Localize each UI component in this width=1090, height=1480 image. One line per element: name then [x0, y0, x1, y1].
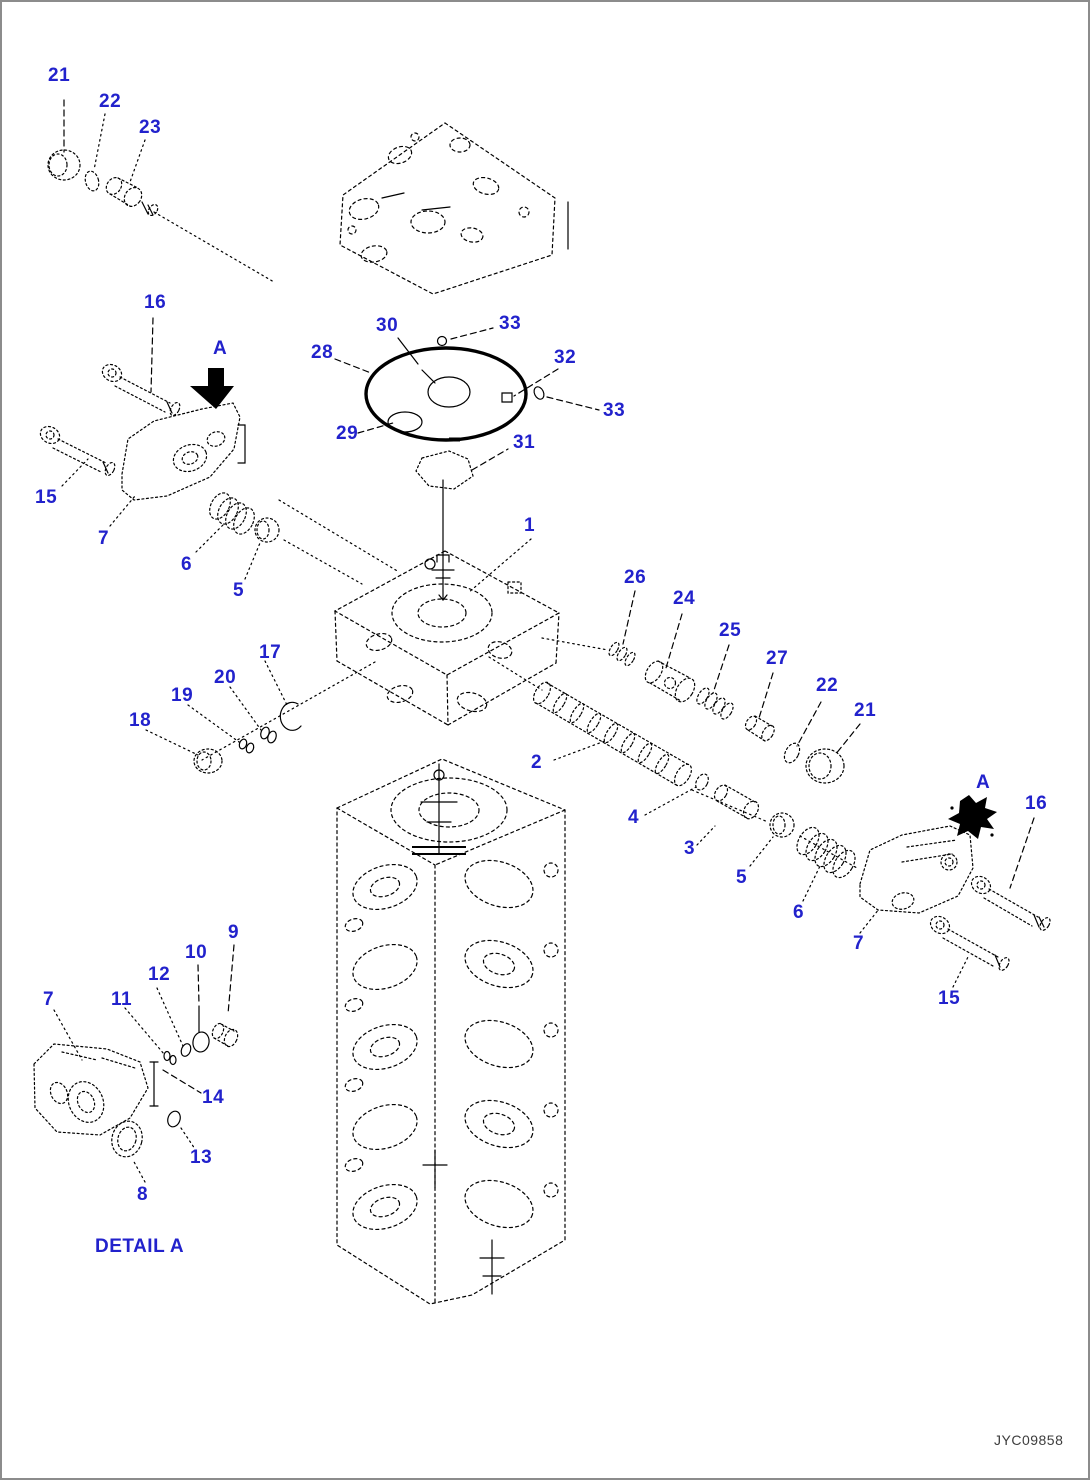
callout-26: 26: [624, 567, 647, 588]
callout-33-2: 33: [603, 400, 626, 421]
right-spring-plug-parts: [608, 590, 861, 902]
callout-11: 11: [111, 989, 133, 1010]
detail-a-label: DETAIL A: [95, 1236, 185, 1257]
callout-4: 4: [628, 807, 640, 828]
callout-13: 13: [190, 1147, 213, 1168]
assembly-axis-lines: [201, 499, 858, 869]
callout-2: 2: [531, 752, 543, 773]
callout-15-2: 15: [938, 988, 961, 1009]
callout-25: 25: [719, 620, 742, 641]
callout-7-3: 7: [43, 989, 55, 1010]
callout-1: 1: [524, 515, 536, 536]
callout-6: 6: [181, 554, 193, 575]
callout-21: 21: [48, 65, 71, 86]
callout-8: 8: [137, 1184, 149, 1205]
callout-15: 15: [35, 487, 58, 508]
retainer-plug-parts: [145, 660, 302, 774]
callout-20: 20: [214, 667, 237, 688]
callout-19: 19: [171, 685, 194, 706]
callout-23: 23: [139, 117, 162, 138]
main-valve-body-phantom: [336, 758, 566, 1305]
callout-view-a-left: A: [213, 338, 228, 359]
spool-part: [532, 681, 693, 787]
callout-33: 33: [499, 313, 522, 334]
view-a-arrow-icon: [190, 368, 234, 409]
drawing-id: JYC09858: [994, 1432, 1064, 1448]
callout-12: 12: [148, 964, 171, 985]
callout-view-a-right: A: [976, 772, 991, 793]
callout-27: 27: [766, 648, 789, 669]
callout-32: 32: [554, 347, 577, 368]
view-a-arrow-icon: [948, 795, 997, 839]
plug-oring-fitting-parts: [47, 99, 275, 283]
right-cover-assembly: [859, 795, 1051, 988]
valve-block: [333, 538, 561, 726]
callout-17: 17: [259, 642, 282, 663]
callout-16-2: 16: [1025, 793, 1048, 814]
callout-16: 16: [144, 292, 167, 313]
callout-28: 28: [311, 342, 334, 363]
callout-29: 29: [336, 423, 359, 444]
callout-6-2: 6: [793, 902, 805, 923]
callout-9: 9: [228, 922, 240, 943]
callout-7: 7: [98, 528, 110, 549]
callout-21-2: 21: [854, 700, 877, 721]
callout-5: 5: [233, 580, 245, 601]
mounting-plate: [334, 327, 600, 601]
callout-5-2: 5: [736, 867, 748, 888]
detail-a-assembly: [33, 944, 239, 1183]
callout-24: 24: [673, 588, 696, 609]
left-cover-assembly: [39, 317, 280, 580]
callout-14: 14: [202, 1087, 225, 1108]
callout-30: 30: [376, 315, 399, 336]
callout-18: 18: [129, 710, 152, 731]
callout-7-2: 7: [853, 933, 865, 954]
callout-10: 10: [185, 942, 208, 963]
callout-31: 31: [513, 432, 536, 453]
callout-22-2: 22: [816, 675, 839, 696]
callout-22: 22: [99, 91, 122, 112]
top-cover-phantom: [339, 122, 569, 295]
callout-3: 3: [684, 838, 696, 859]
